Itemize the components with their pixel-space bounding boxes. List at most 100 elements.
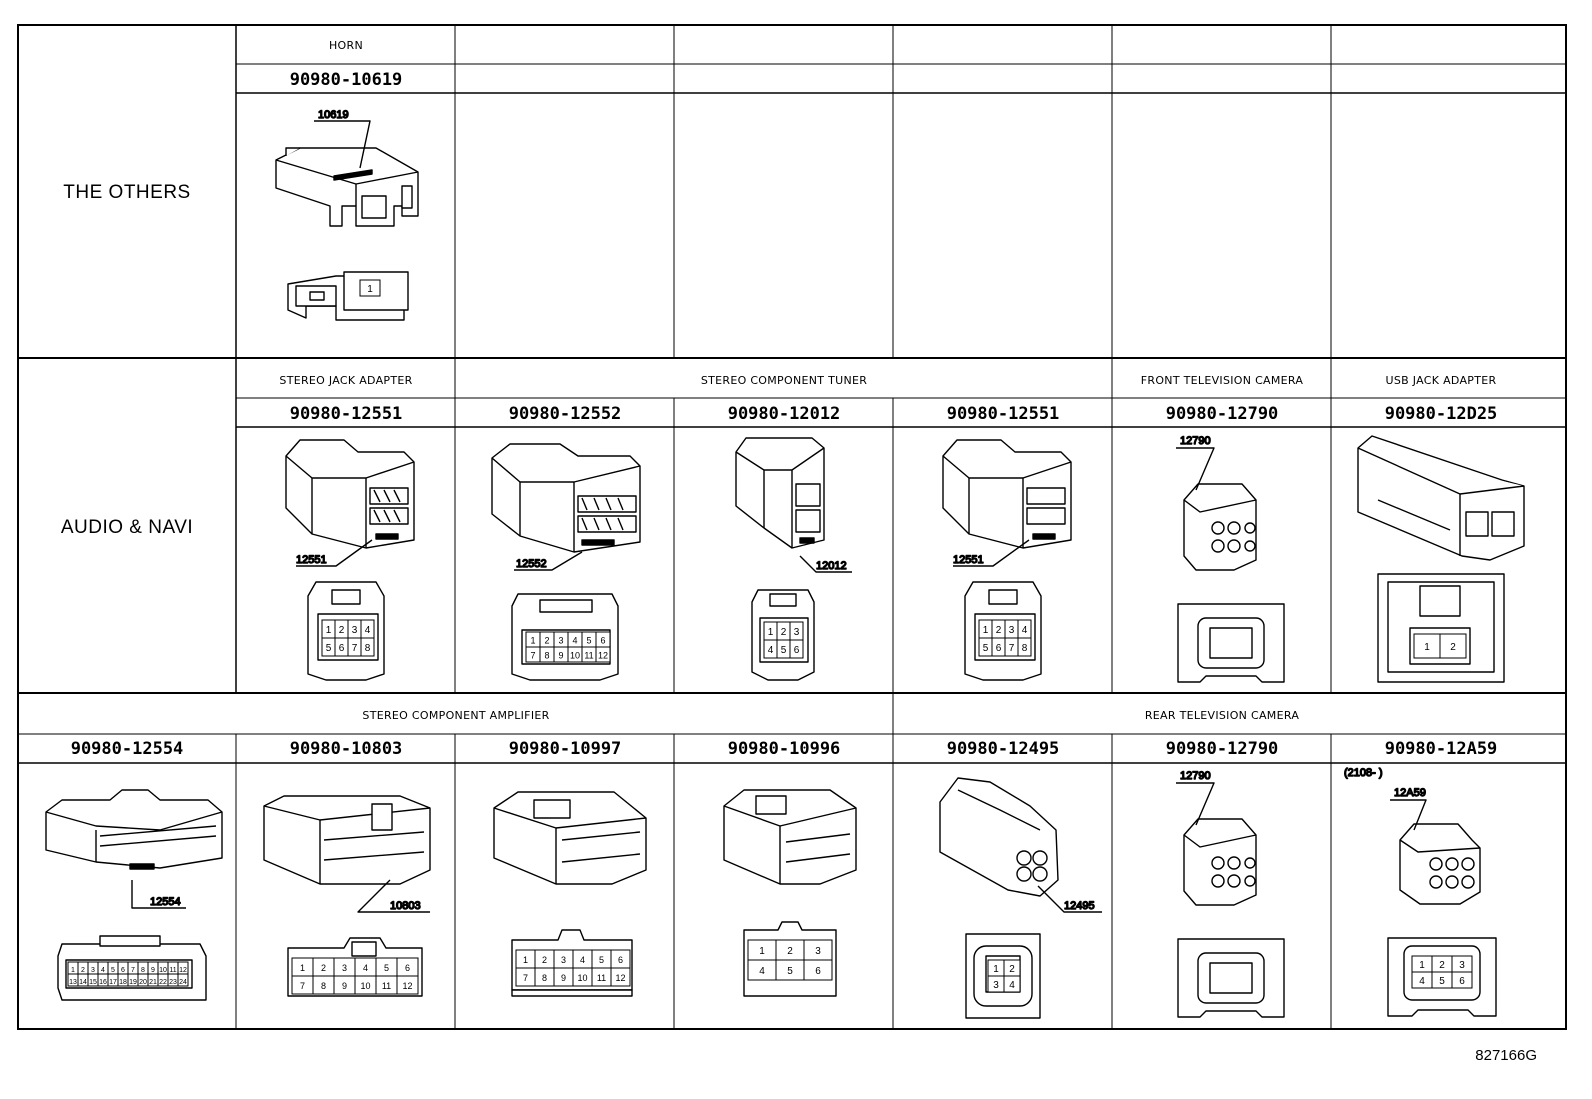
pin-number: 1 <box>1424 642 1430 653</box>
part-tag: 10803 <box>390 900 421 912</box>
pin-number: 7 <box>523 973 528 983</box>
pin-number: 1 <box>300 963 305 973</box>
pin-number: 18 <box>119 979 127 986</box>
pin-number: 9 <box>561 973 566 983</box>
pin-number: 12 <box>615 973 625 983</box>
part-tag: 10619 <box>318 109 349 121</box>
pin-number: 7 <box>530 651 535 661</box>
pin-number: 8 <box>141 967 145 974</box>
pin-number: 8 <box>542 973 547 983</box>
pin-number: 7 <box>300 981 305 991</box>
part-number: 90980-12554 <box>71 739 184 759</box>
pin-number: 3 <box>993 980 999 991</box>
pin-number: 4 <box>363 963 368 973</box>
pin-number: 1 <box>326 625 332 636</box>
pin-number: 5 <box>1439 976 1445 987</box>
pin-number: 6 <box>815 966 821 977</box>
header-front-television-camera: FRONT TELEVISION CAMERA <box>1141 374 1304 387</box>
pin-cell <box>1003 975 1021 993</box>
part-tag: 12495 <box>1064 900 1095 912</box>
pin-number: 4 <box>1022 625 1028 636</box>
pin-number: 7 <box>1009 643 1015 654</box>
pin-cell <box>396 975 419 995</box>
pin-number: 2 <box>542 955 547 965</box>
pin-number: 5 <box>599 955 604 965</box>
pin-number: 1 <box>983 625 989 636</box>
pin-number: 3 <box>91 967 95 974</box>
pin-number: 1 <box>71 967 75 974</box>
part-tag: 12554 <box>150 896 181 908</box>
pin-number: 5 <box>586 636 591 646</box>
part-tag: 12790 <box>1180 435 1211 447</box>
pin-number: 11 <box>584 651 593 661</box>
pin-number: 22 <box>159 979 167 986</box>
pin-number: 4 <box>101 967 105 974</box>
pin-number: 1 <box>530 636 535 646</box>
pin-number: 2 <box>1450 642 1456 653</box>
pin-number: 6 <box>405 963 410 973</box>
pin-number: 2 <box>544 636 549 646</box>
pin-number: 6 <box>794 645 800 656</box>
pin-number: 19 <box>129 979 137 986</box>
pin-number: 14 <box>79 979 87 986</box>
part-tag: 12551 <box>296 554 327 566</box>
part-number: 90980-12551 <box>290 404 403 424</box>
pin-cell <box>1413 633 1441 659</box>
pin-number: 4 <box>1419 976 1425 987</box>
pin-number: 9 <box>342 981 347 991</box>
pin-cell <box>1017 637 1032 657</box>
pin-number: 5 <box>326 643 332 654</box>
pin-number: 3 <box>352 625 358 636</box>
pin-number: 4 <box>768 645 774 656</box>
pin-cell <box>1439 633 1467 659</box>
table-grid <box>17 24 1567 1030</box>
pin-number: 6 <box>618 955 623 965</box>
pin-number: 2 <box>781 627 787 638</box>
pin-number: 12 <box>179 967 187 974</box>
pin-number: 10 <box>577 973 587 983</box>
pin-number: 5 <box>111 967 115 974</box>
pin-number: 7 <box>352 643 358 654</box>
pin-number: 15 <box>89 979 97 986</box>
rear-camera-4pin-connector-illustration: 12495 <box>939 777 1102 1019</box>
pin-number: 7 <box>131 967 135 974</box>
header-stereo-component-tuner: STEREO COMPONENT TUNER <box>701 374 867 387</box>
pin-number: 11 <box>382 981 391 991</box>
pin-number: 8 <box>1022 643 1028 654</box>
pin-number: 24 <box>179 979 187 986</box>
pin-number: 6 <box>339 643 345 654</box>
part-number: 90980-10996 <box>728 739 841 759</box>
pin-number: 3 <box>815 946 821 957</box>
horn-connector-illustration: 10619 <box>275 108 419 321</box>
part-number: 90980-10619 <box>290 70 403 90</box>
pin-cell <box>803 959 833 981</box>
pin-number: 21 <box>149 979 157 986</box>
pin-cell <box>610 967 631 987</box>
pin-number: 3 <box>1459 960 1465 971</box>
header-usb-jack-adapter: USB JACK ADAPTER <box>1386 374 1497 387</box>
pin-cell <box>359 279 381 297</box>
pin-number: 1 <box>1419 960 1425 971</box>
part-number: 90980-12012 <box>728 404 841 424</box>
pin-number: 11 <box>169 967 176 974</box>
pin-number: 6 <box>996 643 1002 654</box>
header-stereo-component-amplifier: STEREO COMPONENT AMPLIFIER <box>362 709 549 722</box>
pin-number: 5 <box>787 966 793 977</box>
pin-number: 2 <box>321 963 326 973</box>
pin-number: 1 <box>367 284 373 295</box>
part-tag: 12A59 <box>1394 787 1426 799</box>
pin-number: 17 <box>109 979 117 986</box>
pin-number: 3 <box>794 627 800 638</box>
pin-number: 3 <box>342 963 347 973</box>
header-stereo-jack-adapter: STEREO JACK ADAPTER <box>279 374 412 387</box>
part-tag: 12551 <box>953 554 984 566</box>
part-number: 90980-12790 <box>1166 739 1279 759</box>
pin-number: 2 <box>81 967 85 974</box>
pin-number: 4 <box>759 966 765 977</box>
